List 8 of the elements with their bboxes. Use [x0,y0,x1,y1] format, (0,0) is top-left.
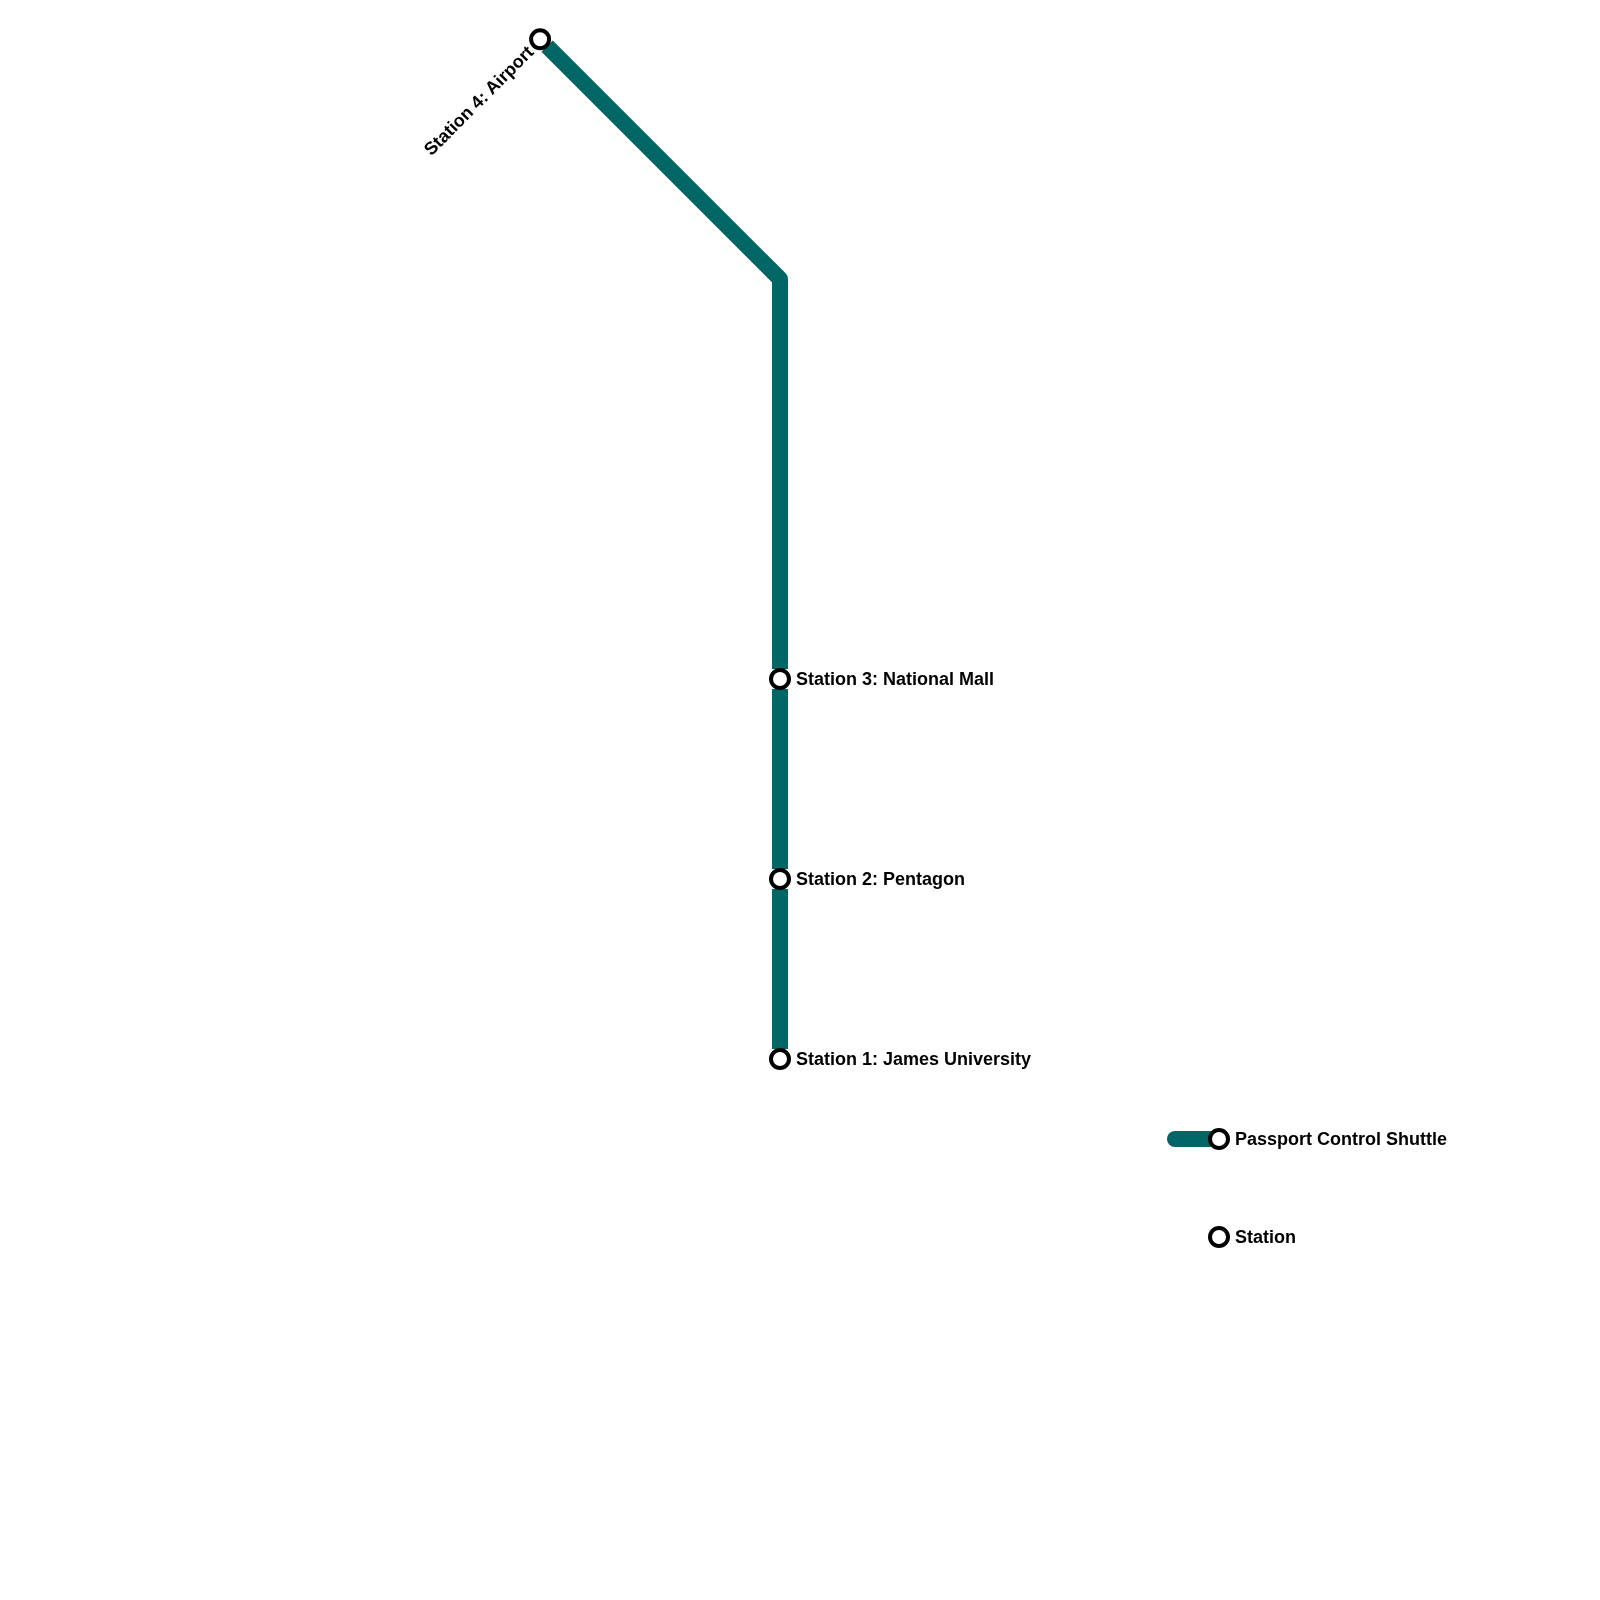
metro-line [541,40,788,669]
metro-line [772,889,788,1049]
station-label: Station 1: James University [796,1048,1032,1070]
legend-label: Passport Control Shuttle [1235,1127,1447,1151]
station-label: Station 2: Pentagon [796,868,965,890]
metro-line [772,689,788,869]
legend-label: Station [1235,1225,1296,1249]
station-label: Station 3: National Mall [796,668,995,690]
